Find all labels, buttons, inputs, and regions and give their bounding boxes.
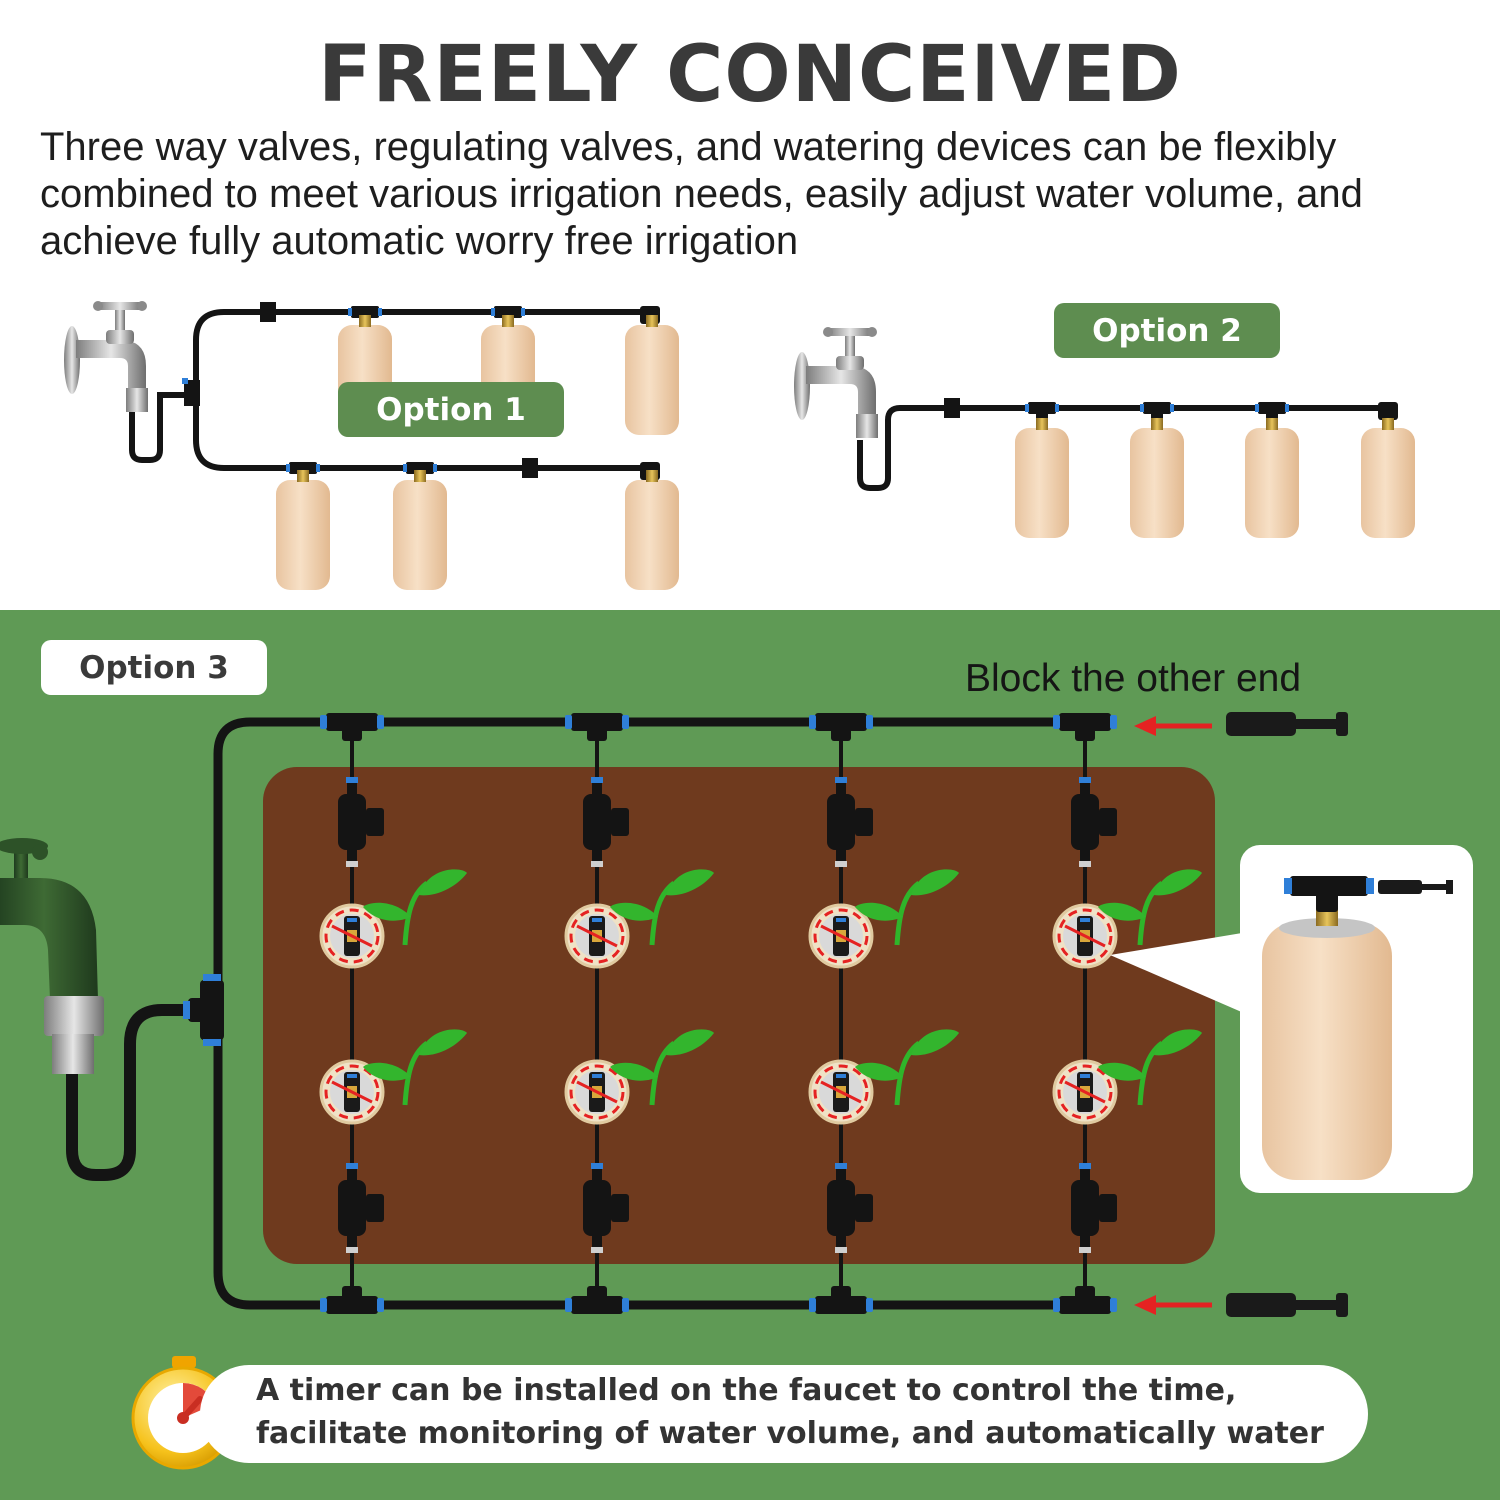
option3-label: Option 3 — [41, 640, 267, 695]
page-title: FREELY CONCEIVED — [318, 30, 1182, 120]
option2-diagram — [794, 327, 1415, 538]
terracotta-pot — [1262, 876, 1453, 1180]
timer-note-line1: A timer can be installed on the faucet t… — [256, 1373, 1237, 1408]
option1-diagram — [64, 301, 679, 590]
intro-text: Three way valves, regulating valves, and… — [40, 125, 1363, 263]
faucet-icon — [0, 838, 104, 1074]
soil-bed — [263, 767, 1215, 1264]
option1-label: Option 1 — [338, 382, 564, 437]
timer-note-box — [200, 1365, 1368, 1463]
option2-label: Option 2 — [1054, 303, 1280, 358]
timer-note: A timer can be installed on the faucet t… — [256, 1369, 1356, 1455]
block-end-label: Block the other end — [965, 657, 1302, 700]
timer-note-line2: facilitate monitoring of water volume, a… — [256, 1416, 1324, 1451]
